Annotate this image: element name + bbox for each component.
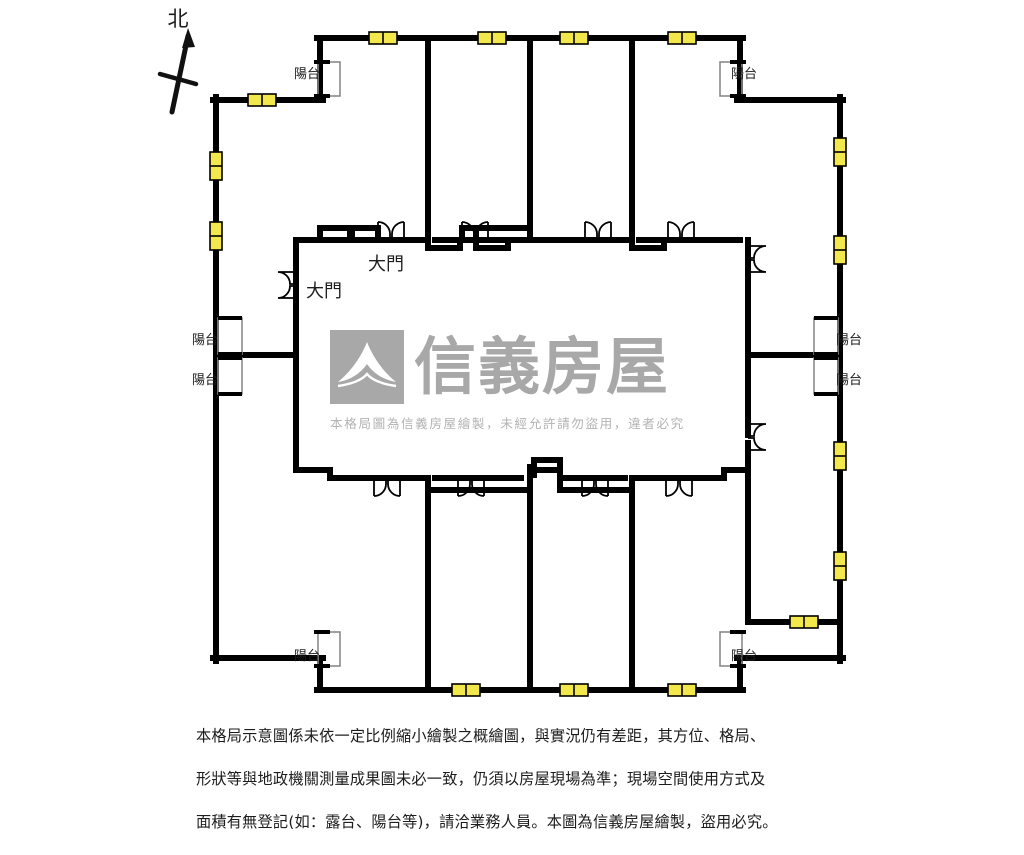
balcony-label-top-left: 陽台: [294, 67, 320, 82]
door-top-1: [377, 221, 405, 240]
door-top-4: [667, 221, 695, 240]
door-bottom-3: [581, 478, 609, 497]
windows-vertical: [209, 137, 847, 581]
plan-text-labels: 北 大門 大門 陽台 陽台 陽台 陽台 陽台 陽台 陽台 陽台: [168, 7, 863, 664]
window-right-low-2: [833, 551, 847, 581]
balcony-boxes: [217, 60, 839, 668]
windows-horizontal: [247, 31, 819, 697]
floor-plan-drawing: 北 大門 大門 陽台 陽台 陽台 陽台 陽台 陽台 陽台 陽台: [157, 7, 863, 697]
balcony-bottom-right: [719, 630, 746, 668]
window-top-2: [477, 31, 507, 45]
window-bottom-2: [559, 683, 589, 697]
balcony-top-right: [719, 60, 746, 98]
disclaimer-line-2: 形狀等與地政機關測量成果圖未必一致，仍須以房屋現場為準；現場空間使用方式及: [196, 769, 766, 788]
balcony-bottom-left: [314, 630, 341, 668]
window-upper-left: [247, 93, 277, 107]
north-arrow: [157, 28, 199, 115]
balcony-label-right-lower: 陽台: [836, 373, 862, 388]
north-label: 北: [168, 7, 189, 31]
balcony-label-bottom-left: 陽台: [294, 649, 320, 664]
window-lower-right: [789, 615, 819, 629]
balcony-right-lower: [813, 356, 839, 396]
balcony-label-right-upper: 陽台: [836, 333, 862, 348]
balcony-left-lower: [217, 356, 243, 396]
partitions-top: [425, 38, 635, 246]
doors-bottom-row: [373, 478, 693, 497]
door-top-2: [461, 221, 489, 240]
window-right-upper: [833, 137, 847, 167]
window-bottom-3: [667, 683, 697, 697]
main-door-left-swing: [277, 271, 296, 299]
balcony-label-top-right: 陽台: [731, 67, 757, 82]
window-right-lower: [833, 235, 847, 265]
disclaimer-line-1: 本格局示意圖係未依一定比例縮小繪製之概繪圖，與實況仍有差距，其方位、格局、: [196, 726, 766, 745]
balcony-label-bottom-right: 陽台: [731, 649, 757, 664]
balcony-top-left: [314, 60, 341, 98]
door-bottom-4: [665, 478, 693, 497]
balcony-label-left-upper: 陽台: [192, 333, 218, 348]
disclaimer-line-3: 面積有無登記(如：露台、陽台等)，請洽業務人員。本圖為信義房屋繪製，盜用必究。: [196, 812, 778, 831]
doors-top-row: [377, 221, 695, 240]
partitions-bottom: [425, 464, 635, 690]
disclaimer-text: 本格局示意圖係未依一定比例縮小繪製之概繪圖，與實況仍有差距，其方位、格局、 形狀…: [196, 704, 836, 855]
door-top-3: [584, 221, 612, 240]
balcony-left-upper: [217, 316, 243, 356]
main-door-label-left: 大門: [306, 281, 342, 302]
doors-right-core: [748, 245, 767, 451]
window-left-upper: [209, 151, 223, 181]
window-bottom-1: [451, 683, 481, 697]
door-right-lower: [748, 423, 767, 451]
window-top-4: [667, 31, 697, 45]
door-right-upper: [748, 245, 767, 273]
window-top-3: [559, 31, 589, 45]
right-wing-walls: [745, 470, 843, 625]
main-door-label-top: 大門: [368, 254, 404, 275]
door-bottom-1: [373, 478, 401, 497]
window-right-low-1: [833, 441, 847, 471]
balcony-label-left-lower: 陽台: [192, 373, 218, 388]
core-outline-accurate: [293, 225, 751, 481]
floor-plan-page: 北 大門 大門 陽台 陽台 陽台 陽台 陽台 陽台 陽台 陽台 信義房屋: [157, 7, 863, 831]
window-top-1: [368, 31, 398, 45]
central-core-walls: [293, 225, 751, 493]
door-bottom-2: [457, 478, 485, 497]
window-left-lower: [209, 221, 223, 251]
balcony-right-upper: [813, 316, 839, 356]
